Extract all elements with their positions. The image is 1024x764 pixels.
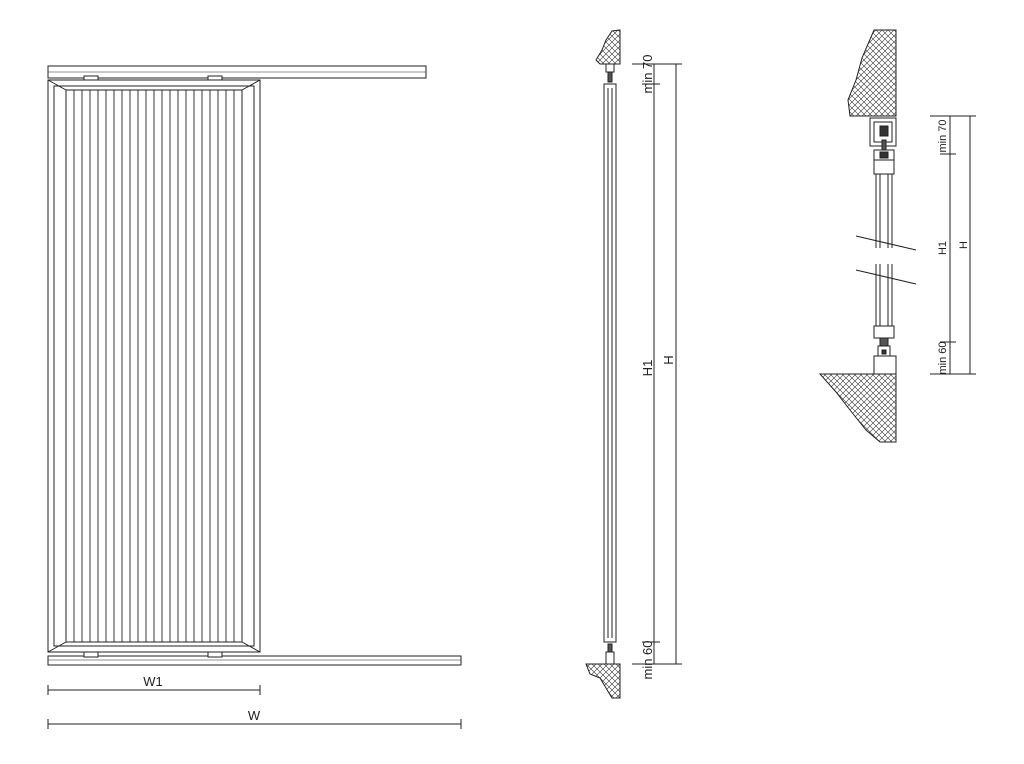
door-leaf bbox=[47, 79, 261, 653]
detail-h1-label: H1 bbox=[937, 241, 949, 255]
top-rail-profile bbox=[605, 63, 615, 73]
side-dimension-lines bbox=[632, 63, 682, 665]
door-leaf-section bbox=[603, 83, 617, 643]
detail-ceiling-block bbox=[847, 29, 897, 117]
detail-floor-block bbox=[818, 373, 897, 443]
break-line-lower bbox=[855, 269, 917, 285]
w1-label: W1 bbox=[143, 674, 163, 689]
bottom-rail-profile bbox=[605, 651, 615, 665]
width-dimensions bbox=[47, 685, 462, 729]
side-section bbox=[585, 29, 682, 699]
door-slats bbox=[73, 90, 235, 642]
bottom-guide-hardware bbox=[873, 337, 897, 375]
bottom-track bbox=[47, 655, 462, 666]
side-h1-label: H1 bbox=[640, 360, 655, 377]
top-track-hardware bbox=[869, 117, 897, 161]
side-top-clearance-label: min 70 bbox=[640, 54, 655, 93]
detail-bottom-clearance-label: min 60 bbox=[937, 341, 949, 374]
detail-section bbox=[818, 29, 976, 443]
floor-block bbox=[585, 663, 621, 699]
ceiling-block bbox=[595, 29, 621, 65]
side-bottom-clearance-label: min 60 bbox=[640, 640, 655, 679]
w-label: W bbox=[248, 708, 261, 723]
detail-dimension-lines bbox=[930, 115, 976, 375]
break-line-upper bbox=[855, 235, 917, 251]
detail-top-clearance-label: min 70 bbox=[937, 119, 949, 152]
detail-h-label: H bbox=[958, 241, 970, 249]
detail-door-leaf bbox=[855, 159, 917, 339]
front-view bbox=[47, 65, 462, 729]
side-h-label: H bbox=[661, 355, 676, 364]
